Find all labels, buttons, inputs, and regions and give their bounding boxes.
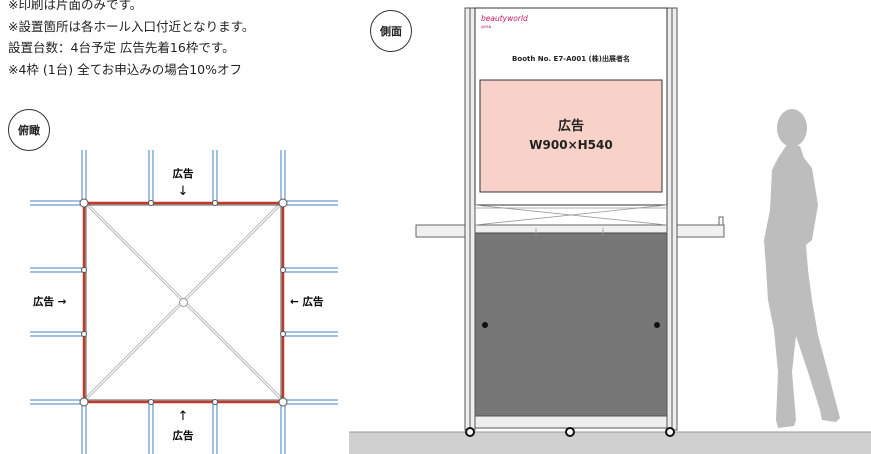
left-ad-label: 広告 → (33, 295, 67, 308)
person-silhouette (764, 109, 840, 428)
wheels (465, 427, 675, 437)
brand-logo-sub: JAPAN (480, 25, 492, 29)
note-line-3: 設置台数：4台予定 広告先着16枠です。 (8, 40, 235, 55)
floor (349, 432, 871, 454)
corner-joints (79, 198, 288, 407)
brand-logo: beautyworld (481, 14, 528, 23)
arrow-up-icon: ↑ (178, 409, 189, 424)
note-line-4: ※4枠 (1台) 全てお申込みの場合10%オフ (8, 61, 242, 77)
top-view-label: 俯瞰 (8, 109, 50, 151)
cabinet-knob-left (482, 322, 488, 328)
ad-size: W900×H540 (529, 138, 612, 152)
top-view-frame (82, 201, 285, 404)
arrow-down-icon: ↓ (178, 184, 189, 199)
side-view-label-text: 側面 (380, 25, 402, 38)
cabinet-knob-right (654, 322, 660, 328)
top-ad-label: 広告 (173, 167, 194, 180)
notes-block: ※印刷は片面のみです。 ※設置箇所は各ホール入口付近となります。 設置台数：4台… (8, 0, 254, 80)
cross-braces (474, 204, 668, 235)
top-view-label-text: 俯瞰 (18, 124, 40, 137)
cabinet (474, 232, 668, 417)
booth-text: Booth No. E7-A001 (株)出展者名 (512, 54, 630, 63)
right-ad-label: ← 広告 (290, 295, 324, 308)
ad-title: 広告 (558, 118, 584, 134)
note-line-1: ※印刷は片面のみです。 (8, 0, 143, 12)
note-line-2: ※設置箇所は各ホール入口付近となります。 (8, 18, 255, 34)
top-view-poles (30, 150, 338, 454)
center-joint (179, 298, 188, 307)
side-view-label: 側面 (370, 10, 412, 52)
ad-panel (479, 79, 663, 193)
bottom-ad-label: 広告 (173, 429, 194, 442)
